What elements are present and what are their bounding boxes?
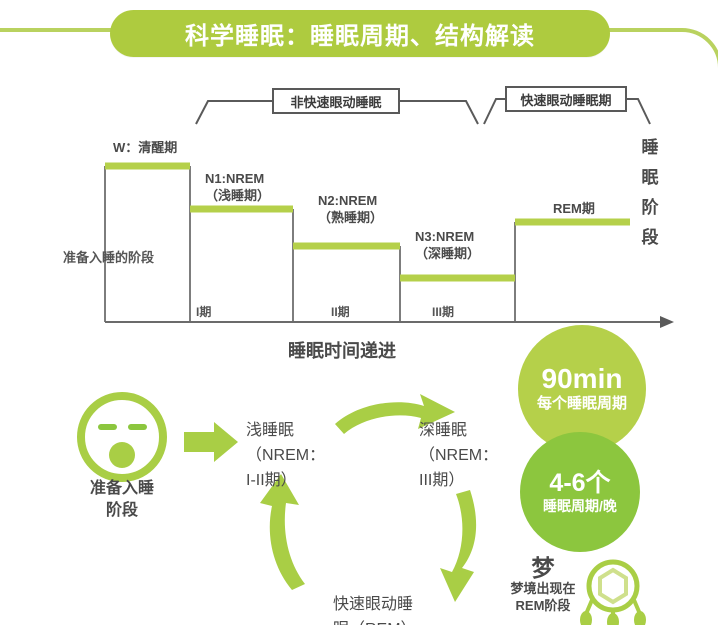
label-phase-ii: II期 — [331, 305, 350, 319]
cycle-start-label: 准备入睡 阶段 — [64, 478, 180, 522]
label-stage-n1: N1:NREM （浅睡期） — [205, 170, 270, 204]
badge-46-value: 4-6个 — [549, 468, 611, 497]
bracket-rem-text: 快速眼动睡眠期 — [520, 92, 612, 108]
label-n2-line1: N2:NREM — [318, 193, 378, 208]
label-stage-wake: W：清醒期 — [113, 140, 178, 155]
dream-callout: 梦 梦境出现在 REM阶段 — [498, 556, 588, 614]
label-n3-line2: （深睡期） — [415, 246, 481, 261]
bracket-nrem-text: 非快速眼动睡眠 — [290, 94, 382, 110]
cycle-deep-line1: 深睡眠 — [419, 422, 468, 439]
label-stage-n2: N2:NREM （熟睡期） — [318, 192, 383, 226]
badge-46-caption: 睡眠周期/晚 — [543, 497, 617, 514]
cycle-node-light-sleep: 浅睡眠 （NREM： I-II期） — [246, 418, 325, 493]
cycle-start-line2: 阶段 — [105, 502, 138, 519]
label-stage-rem: REM期 — [553, 201, 595, 216]
cycle-node-rem-sleep: 快速眼动睡 眠（REM） — [333, 592, 417, 625]
label-n1-line1: N1:NREM — [205, 171, 265, 186]
label-n2-line2: （熟睡期） — [318, 210, 384, 225]
label-phase-i: I期 — [196, 305, 212, 319]
bracket-label-rem: 快速眼动睡眠期 — [505, 86, 627, 112]
title-banner: 科学睡眠：睡眠周期、结构解读 — [110, 10, 610, 57]
cycle-light-line2: （NREM： — [246, 447, 326, 464]
label-stage-n3: N3:NREM （深睡期） — [415, 228, 480, 262]
label-phase-iii: III期 — [432, 305, 455, 319]
cycle-deep-line2: （NREM： — [419, 447, 499, 464]
dream-caption-line1: 梦境出现在 — [510, 581, 576, 596]
label-n3-line1: N3:NREM — [415, 229, 475, 244]
dream-caption-line2: REM阶段 — [515, 598, 571, 613]
cycle-rem-line2: 眠（REM） — [333, 617, 417, 625]
dream-title: 梦 — [531, 555, 555, 581]
bracket-label-nrem: 非快速眼动睡眠 — [272, 88, 400, 114]
cycle-light-line1: 浅睡眠 — [246, 422, 295, 439]
badge-cycle-duration: 90min 每个睡眠周期 — [518, 325, 646, 453]
label-n1-line2: （浅睡期） — [205, 188, 271, 203]
label-prepare-phase: 准备入睡的阶段 — [63, 250, 155, 265]
y-axis-label: 睡 眠 阶 段 — [641, 138, 659, 247]
badge-cycles-per-night: 4-6个 睡眠周期/晚 — [520, 432, 640, 552]
badge-90-caption: 每个睡眠周期 — [536, 395, 627, 412]
cycle-node-deep-sleep: 深睡眠 （NREM： III期） — [419, 418, 498, 493]
cycle-deep-line3: III期） — [419, 472, 465, 489]
cycle-start-line1: 准备入睡 — [89, 480, 154, 497]
badge-90-value: 90min — [541, 363, 623, 394]
page-title: 科学睡眠：睡眠周期、结构解读 — [185, 23, 535, 50]
cycle-rem-line1: 快速眼动睡 — [333, 596, 414, 613]
x-axis-label: 睡眠时间递进 — [288, 341, 396, 361]
cycle-light-line3: I-II期） — [246, 472, 297, 489]
